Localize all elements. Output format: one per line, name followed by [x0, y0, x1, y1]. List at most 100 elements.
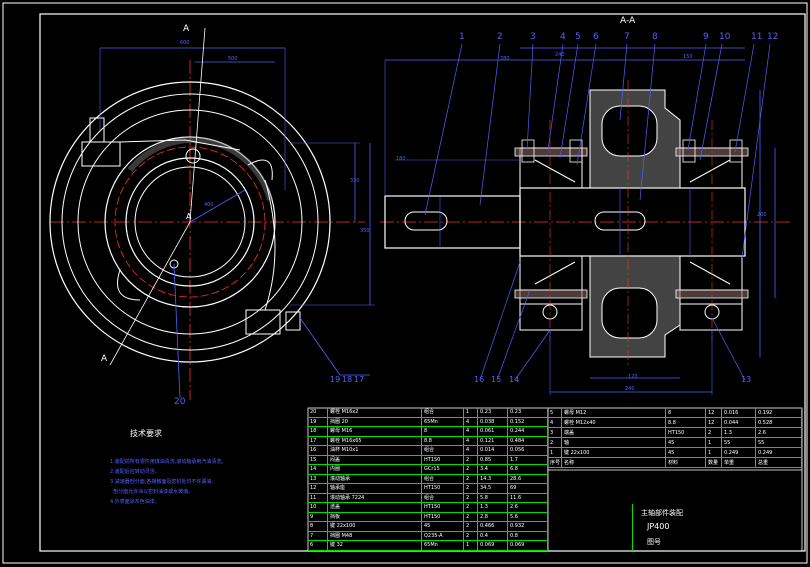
tech-note-line: 4.外表面涂灰色油漆。 — [110, 499, 160, 505]
table-cell: HT150 — [422, 484, 464, 493]
table-cell: 45 — [666, 448, 706, 457]
table-cell: 0.061 — [478, 427, 508, 436]
tech-note-line: 2.装配后应转动灵活。 — [110, 469, 160, 475]
table-cell: 1 — [464, 541, 478, 550]
balloon-20: 20 — [174, 397, 186, 407]
table-cell: 8 — [308, 522, 328, 531]
table-cell: 6 — [308, 541, 328, 550]
table-cell: 0.23 — [508, 408, 548, 417]
table-cell: 5 — [548, 408, 562, 417]
tech-note-line: 3.减速器剖分面,各接触面及密封处均不许漏油, — [110, 479, 213, 485]
table-cell: 14 — [308, 465, 328, 474]
table-cell: 2 — [464, 522, 478, 531]
table-cell: 65Mn — [422, 541, 464, 550]
dimension-label: 350 — [360, 228, 370, 234]
table-cell: 挡圈 M48 — [328, 531, 422, 540]
dimension-label: 180 — [396, 156, 406, 162]
dimension-label: 500 — [228, 56, 238, 62]
table-cell: 组合 — [422, 493, 464, 502]
balloon-label: 17 — [354, 375, 365, 384]
table-cell: 2 — [464, 512, 478, 521]
table-cell: 组合 — [422, 474, 464, 483]
table-cell: 0.016 — [722, 408, 756, 417]
balloon-label: 16 — [474, 375, 485, 384]
table-cell: HT150 — [422, 512, 464, 521]
table-cell: 键 32 — [328, 541, 422, 550]
table-cell: 3 — [548, 428, 562, 437]
dimension-label: 240 — [625, 386, 635, 392]
tech-notes-lines: 1.装配前所有零件用煤油清洗,滚动轴承用汽油清洗。2.装配后应转动灵活。3.减速… — [110, 457, 300, 507]
balloon-label: 6 — [593, 32, 599, 42]
table-cell: 0.244 — [508, 427, 548, 436]
balloon-label: 8 — [652, 32, 658, 42]
parts-table-grid — [307, 407, 803, 552]
table-cell: 组合 — [422, 408, 464, 417]
table-cell: 螺栓 M16x2 — [328, 408, 422, 417]
table-header-cell: 序号 — [550, 458, 562, 467]
table-header-cell: 单重 — [722, 458, 756, 467]
table-cell: 螺母 M16 — [328, 427, 422, 436]
dimension-label: 600 — [180, 40, 190, 46]
table-cell: 0.152 — [508, 417, 548, 426]
table-cell: 0.014 — [478, 446, 508, 455]
table-cell: HT150 — [422, 503, 464, 512]
table-cell: 端盖 — [562, 428, 666, 437]
title-block-name: 主轴部件装配 — [641, 509, 683, 517]
center-mark: A — [186, 212, 192, 221]
table-cell: 键 22x100 — [328, 522, 422, 531]
table-cell: 18 — [308, 427, 328, 436]
table-cell: 1 — [706, 448, 722, 457]
table-cell: 挡圈 20 — [328, 417, 422, 426]
table-cell: 1 — [548, 448, 562, 457]
balloon-label: 13 — [741, 375, 752, 384]
dimension-label: 120 — [628, 374, 638, 380]
balloon-label: 11 — [751, 32, 763, 42]
table-cell: 16 — [308, 446, 328, 455]
balloon-label: 14 — [509, 375, 520, 384]
table-cell: 6.8 — [508, 465, 548, 474]
table-cell: 0.249 — [722, 448, 756, 457]
table-header-cell: 总重 — [756, 458, 802, 467]
table-cell: 螺栓 M16x65 — [328, 436, 422, 445]
dimension-label: 400 — [204, 202, 214, 208]
table-cell: 4 — [548, 418, 562, 427]
table-cell: 15 — [308, 455, 328, 464]
table-cell: 2.6 — [756, 428, 802, 437]
table-cell: 4 — [464, 446, 478, 455]
table-cell: 13 — [308, 474, 328, 483]
tech-note-line: 剖分面允许涂以密封油漆或水玻璃。 — [110, 489, 194, 495]
table-cell: 69 — [508, 484, 548, 493]
balloon-label: 18 — [342, 375, 353, 384]
end-view — [49, 27, 375, 400]
balloon-label: 1 — [459, 32, 465, 42]
title-block-model: JP400 — [647, 522, 670, 531]
table-cell: 9 — [308, 512, 328, 521]
table-cell: 2.8 — [478, 512, 508, 521]
table-cell: 1.3 — [722, 428, 756, 437]
table-cell: 55 — [756, 438, 802, 447]
balloon-label: 5 — [575, 32, 581, 42]
table-cell: 0.069 — [478, 541, 508, 550]
table-cell: 2 — [464, 474, 478, 483]
dimension-label: 330 — [350, 178, 360, 184]
table-cell: 0.85 — [478, 455, 508, 464]
table-cell: HT150 — [422, 455, 464, 464]
table-cell: 内圈 — [328, 465, 422, 474]
table-cell: 2 — [464, 503, 478, 512]
